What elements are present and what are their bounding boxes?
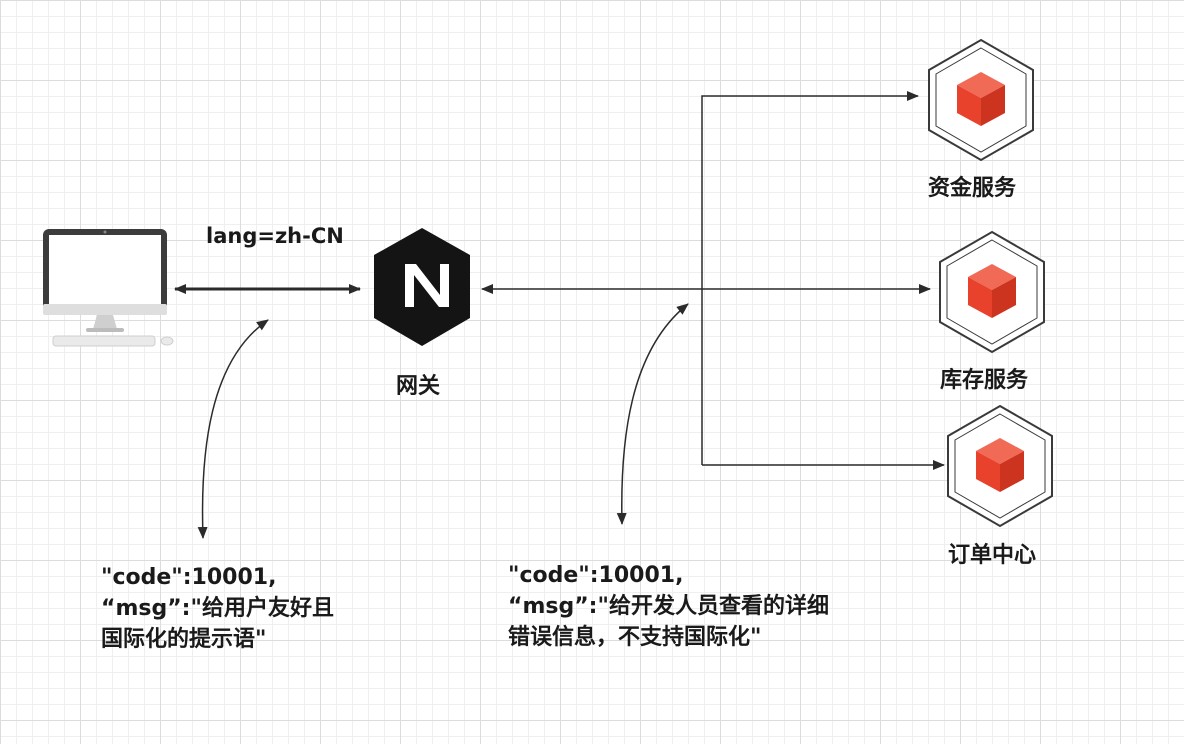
service-response-curve xyxy=(616,303,689,525)
service-response-line: "code":10001, xyxy=(508,563,684,588)
nginx-icon xyxy=(374,228,470,346)
client-response-line: "code":10001, xyxy=(101,565,277,590)
desktop-computer-icon xyxy=(43,229,174,347)
client-response-line: “msg”:"给用户友好且 xyxy=(101,596,334,621)
cube-service-icon xyxy=(928,38,1034,162)
order-center-label: 订单中心 xyxy=(948,543,1037,568)
cube-service-icon xyxy=(947,404,1053,528)
client-response-text: "code":10001, “msg”:"给用户友好且 国际化的提示语" xyxy=(101,562,334,655)
stock-service-label: 库存服务 xyxy=(940,368,1029,393)
fund-service-label: 资金服务 xyxy=(928,176,1017,201)
client-response-line: 国际化的提示语" xyxy=(101,627,267,652)
cube-service-icon xyxy=(939,230,1045,354)
service-response-text: "code":10001, “msg”:"给开发人员查看的详细 错误信息，不支持… xyxy=(508,560,829,653)
service-response-line: 错误信息，不支持国际化" xyxy=(508,625,762,650)
backbone-to-fund-service xyxy=(701,91,919,465)
gateway-label: 网关 xyxy=(396,374,441,399)
client-response-curve xyxy=(197,319,269,539)
lang-param-label: lang=zh-CN xyxy=(206,224,344,248)
service-response-line: “msg”:"给开发人员查看的详细 xyxy=(508,594,829,619)
